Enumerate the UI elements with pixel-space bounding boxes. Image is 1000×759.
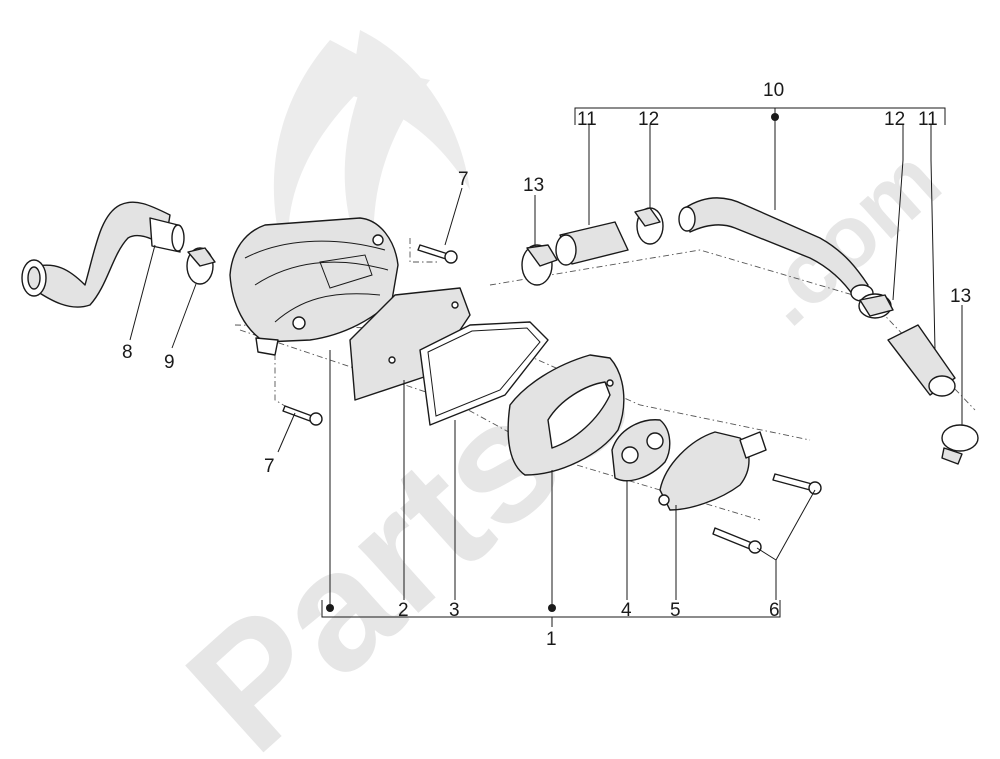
dot-assembly-1-left bbox=[326, 604, 334, 612]
intake-hose-part-8 bbox=[21, 201, 185, 308]
air-box-base-hole bbox=[606, 379, 614, 387]
air-box-cover-tab bbox=[255, 337, 279, 356]
connector-part-11-right bbox=[887, 324, 956, 397]
callout-9: 9 bbox=[164, 352, 175, 373]
air-box-cover bbox=[229, 217, 399, 356]
leader-dots bbox=[326, 113, 779, 612]
connector-11-left-end bbox=[555, 234, 577, 266]
clamp-part-9 bbox=[186, 247, 216, 285]
callout-7-top: 7 bbox=[458, 169, 469, 190]
clamp-part-12-left bbox=[634, 207, 664, 245]
clamp-9-band bbox=[187, 247, 216, 267]
bracket-assembly-10 bbox=[574, 107, 946, 125]
air-box-base-opening bbox=[547, 381, 611, 449]
filter-element-body bbox=[349, 287, 471, 401]
bracket-assembly-1 bbox=[321, 600, 781, 618]
screw-part-6-top bbox=[772, 473, 822, 495]
leader-11-right bbox=[930, 125, 936, 351]
reed-plate-port-2 bbox=[646, 432, 664, 450]
clamp-12-right-band bbox=[859, 294, 894, 317]
reed-plate-part-4 bbox=[611, 419, 671, 482]
air-box-base bbox=[507, 354, 625, 476]
screw-7-bottom-head bbox=[309, 412, 323, 426]
callout-labels: 1 2 3 4 5 6 7 7 8 9 10 11 11 12 12 13 13 bbox=[122, 80, 971, 650]
clamp-13-left-band bbox=[526, 244, 558, 267]
air-box-cover-rib-2 bbox=[254, 261, 389, 286]
gasket-outer bbox=[419, 321, 549, 426]
reed-plate-port-1 bbox=[621, 446, 639, 464]
leader-7-bottom bbox=[277, 412, 296, 453]
clamp-part-13-left bbox=[521, 244, 558, 286]
alignment-line-screw-bottom bbox=[274, 300, 301, 416]
clamp-12-left-band bbox=[634, 207, 661, 227]
clamp-part-12-right bbox=[858, 293, 894, 319]
gasket-part-3 bbox=[419, 321, 549, 426]
intake-hose-end-left-inner bbox=[27, 266, 41, 290]
valve-cover-body bbox=[659, 431, 750, 511]
breather-hose-body bbox=[684, 197, 869, 299]
intake-hose-body bbox=[29, 201, 171, 308]
clamp-part-13-right bbox=[941, 424, 979, 465]
clamp-13-right-ring bbox=[941, 424, 979, 452]
valve-cover-lug bbox=[658, 494, 670, 506]
callout-11-left: 11 bbox=[577, 109, 597, 130]
leader-9 bbox=[171, 283, 197, 349]
alignment-line-screw-top bbox=[409, 238, 440, 263]
screw-7-top-head bbox=[444, 250, 458, 264]
air-box-cover-boss-2 bbox=[372, 234, 384, 246]
callout-5: 5 bbox=[670, 600, 681, 621]
connector-part-11-left bbox=[555, 221, 629, 266]
filter-element-hole-1 bbox=[388, 356, 396, 364]
screw-6-top-head bbox=[808, 481, 822, 495]
alignment-line-hose-rear bbox=[489, 249, 976, 411]
leader-8 bbox=[129, 244, 156, 341]
screw-7-bottom-shank bbox=[282, 405, 313, 422]
gasket-inner bbox=[427, 327, 541, 417]
valve-cover-spigot bbox=[739, 431, 767, 459]
air-box-cover-window bbox=[319, 254, 373, 289]
callout-12-left: 12 bbox=[638, 109, 659, 130]
leader-lines bbox=[129, 107, 963, 627]
air-box-cover-rib-1 bbox=[244, 240, 386, 259]
callout-6: 6 bbox=[769, 600, 780, 621]
screw-part-7-bottom bbox=[282, 405, 323, 426]
callout-13-left: 13 bbox=[523, 175, 544, 196]
air-box-cover-boss-1 bbox=[292, 316, 306, 330]
callout-2: 2 bbox=[398, 600, 409, 621]
callout-12-right: 12 bbox=[884, 109, 905, 130]
leader-12-right bbox=[892, 125, 904, 301]
valve-cover-part-5 bbox=[658, 431, 767, 511]
filter-element-part-2 bbox=[349, 287, 471, 401]
breather-hose-end-top bbox=[678, 206, 696, 232]
dot-assembly-10 bbox=[771, 113, 779, 121]
screw-7-top-shank bbox=[417, 244, 449, 260]
screw-part-6-bottom bbox=[712, 527, 762, 554]
intake-hose-spigot-end bbox=[171, 224, 185, 252]
dot-assembly-1-mid bbox=[548, 604, 556, 612]
screw-part-7-top bbox=[417, 244, 458, 264]
callout-10: 10 bbox=[763, 80, 784, 101]
air-box-cover-rib-3 bbox=[274, 293, 381, 323]
screw-6-bottom-shank bbox=[712, 527, 753, 550]
callout-13-right: 13 bbox=[950, 286, 971, 307]
leader-6 bbox=[756, 489, 816, 600]
callout-7-bottom: 7 bbox=[264, 456, 275, 477]
callout-1: 1 bbox=[546, 629, 557, 650]
screw-6-bottom-head bbox=[748, 540, 762, 554]
callout-11-right: 11 bbox=[918, 109, 938, 130]
screw-6-top-shank bbox=[772, 473, 813, 491]
watermark-logo-swoosh bbox=[350, 30, 470, 190]
callout-8: 8 bbox=[122, 342, 133, 363]
filter-element-hole-2 bbox=[451, 301, 459, 309]
leader-7-top bbox=[444, 187, 463, 246]
connector-11-right-end bbox=[928, 375, 956, 397]
callout-3: 3 bbox=[449, 600, 460, 621]
clamp-13-right-band bbox=[941, 447, 963, 465]
callout-4: 4 bbox=[621, 600, 632, 621]
